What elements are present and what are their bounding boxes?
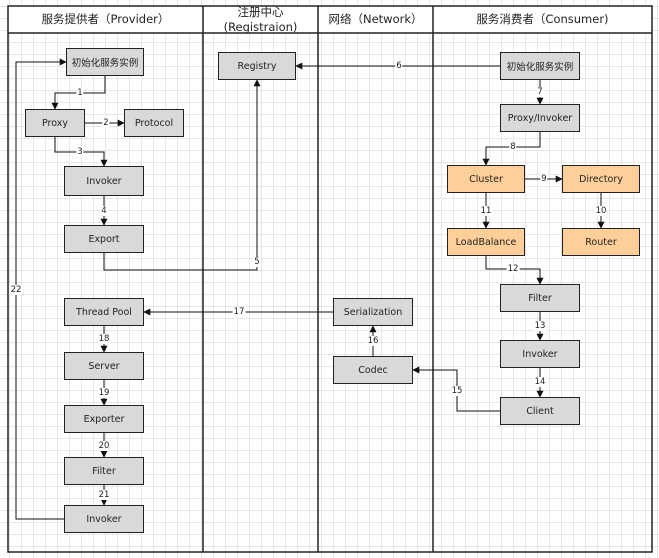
edge-label-e8: 8 [509, 142, 517, 152]
edge-label-e14: 14 [533, 377, 547, 387]
node-r-registry: Registry [218, 52, 296, 80]
node-c-invoker: Invoker [500, 340, 580, 368]
node-p-invoker: Invoker [64, 166, 144, 196]
node-c-client: Client [500, 397, 580, 425]
edge-label-e20: 20 [97, 441, 111, 451]
lane-title-consumer: 服务消费者（Consumer) [476, 12, 609, 26]
lane-title-network: 网络（Network） [328, 12, 423, 26]
lane-title-provider: 服务提供者（Provider） [41, 12, 170, 26]
node-p-init: 初始化服务实例 [66, 48, 144, 76]
node-p-protocol: Protocol [124, 109, 184, 137]
lane-title-registry: 注册中心 (Registraion) [223, 4, 298, 34]
node-c-router: Router [562, 228, 640, 256]
diagram-frame [7, 5, 653, 553]
node-p-threadpool: Thread Pool [64, 298, 144, 326]
edge-label-e9: 9 [540, 174, 548, 184]
edge-label-e16: 16 [366, 336, 380, 346]
edge-label-e18: 18 [97, 334, 111, 344]
node-c-init: 初始化服务实例 [500, 52, 580, 80]
edge-label-e7: 7 [536, 87, 544, 97]
edge-label-e22: 22 [9, 285, 23, 295]
edge-label-e10: 10 [594, 206, 608, 216]
edge-label-e1: 1 [76, 88, 84, 98]
node-n-serialization: Serialization [333, 298, 413, 326]
edge-label-e5: 5 [253, 257, 261, 267]
edge-label-e19: 19 [97, 388, 111, 398]
edge-label-e13: 13 [533, 321, 547, 331]
node-c-loadbalance: LoadBalance [447, 228, 525, 256]
node-c-filter: Filter [500, 284, 580, 312]
edge-label-e15: 15 [450, 386, 464, 396]
edge-label-e21: 21 [97, 490, 111, 500]
edge-label-e17: 17 [232, 307, 246, 317]
node-c-proxy: Proxy/Invoker [500, 104, 580, 132]
edge-label-e3: 3 [76, 147, 84, 157]
edge-label-e4: 4 [100, 206, 108, 216]
lane-header-band [8, 6, 652, 33]
node-n-codec: Codec [333, 356, 413, 384]
node-p-export: Export [64, 225, 144, 253]
node-c-cluster: Cluster [447, 165, 525, 193]
node-p-server: Server [64, 352, 144, 380]
node-p-invoker2: Invoker [64, 505, 144, 533]
edge-label-e12: 12 [506, 264, 520, 274]
edge-label-e6: 6 [395, 61, 403, 71]
edge-e5 [103, 79, 261, 271]
node-p-proxy: Proxy [25, 109, 85, 137]
edge-label-e11: 11 [479, 206, 493, 216]
node-p-filter: Filter [64, 457, 144, 485]
node-p-exporter: Exporter [64, 405, 144, 433]
edge-label-e2: 2 [102, 118, 110, 128]
node-c-directory: Directory [562, 165, 640, 193]
